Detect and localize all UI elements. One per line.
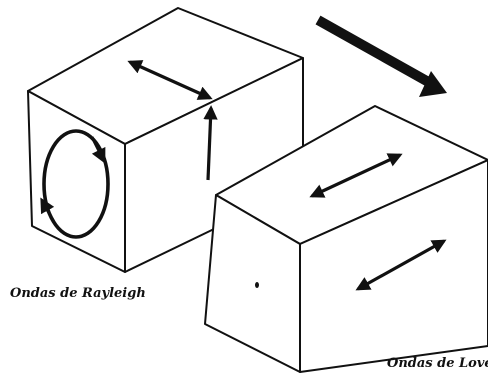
rayleigh-label: Ondas de Rayleigh — [10, 286, 146, 301]
love-block-dot — [255, 282, 259, 288]
propagation-direction-arrow-icon — [318, 20, 447, 97]
love-label: Ondas de Love — [387, 356, 488, 371]
